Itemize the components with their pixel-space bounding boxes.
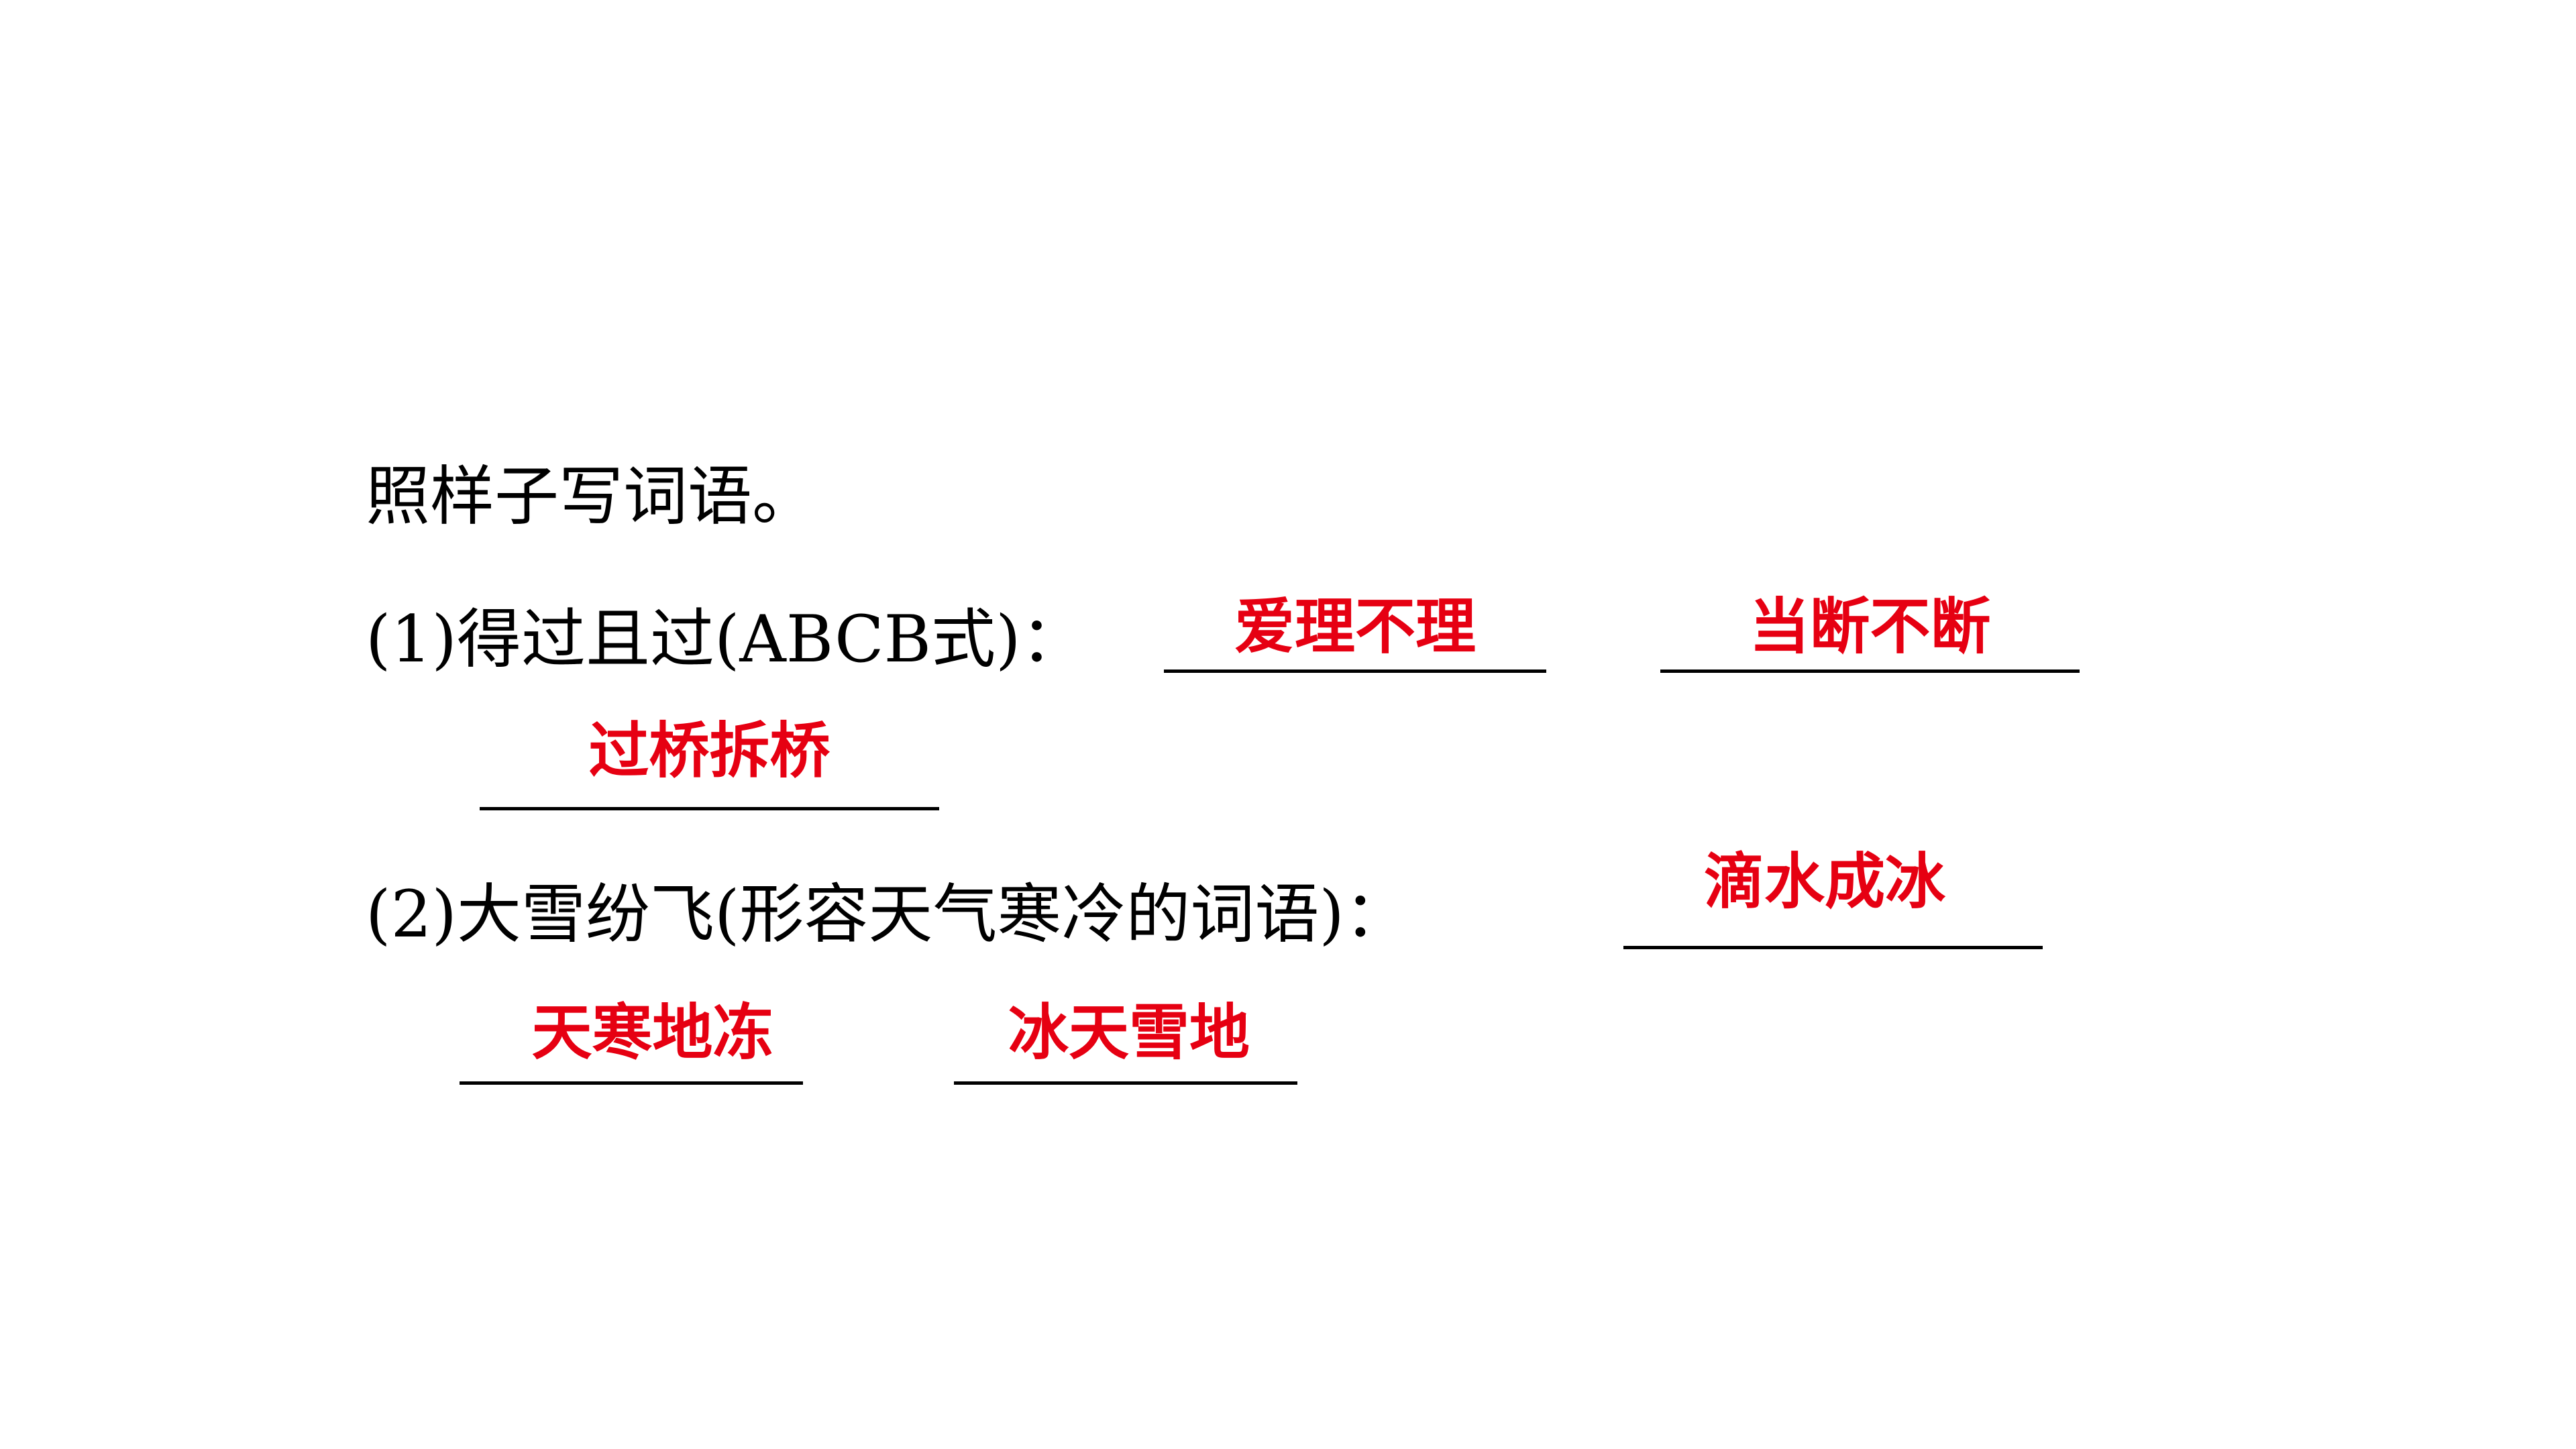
answer-blank-1-1[interactable] — [1164, 669, 1546, 673]
instruction-heading: 照样子写词语。 — [366, 459, 816, 534]
answer-2-3: 冰天雪地 — [1008, 998, 1250, 1068]
answer-1-2: 当断不断 — [1749, 592, 1991, 662]
answer-2-2: 天寒地冻 — [531, 998, 773, 1068]
answer-blank-2-1[interactable] — [1623, 946, 2043, 949]
question-2-prompt: (2)大雪纷飞(形容天气寒冷的词语)： — [366, 877, 1409, 952]
answer-blank-1-3[interactable] — [480, 807, 939, 810]
answer-2-1: 滴水成冰 — [1704, 847, 1945, 917]
question-1-prompt: (1)得过且过(ABCB式)： — [366, 602, 1085, 677]
answer-1-3: 过桥拆桥 — [588, 716, 830, 786]
answer-1-1: 爱理不理 — [1234, 592, 1476, 662]
answer-blank-2-2[interactable] — [460, 1081, 803, 1085]
answer-blank-1-2[interactable] — [1660, 669, 2080, 673]
answer-blank-2-3[interactable] — [954, 1081, 1297, 1085]
